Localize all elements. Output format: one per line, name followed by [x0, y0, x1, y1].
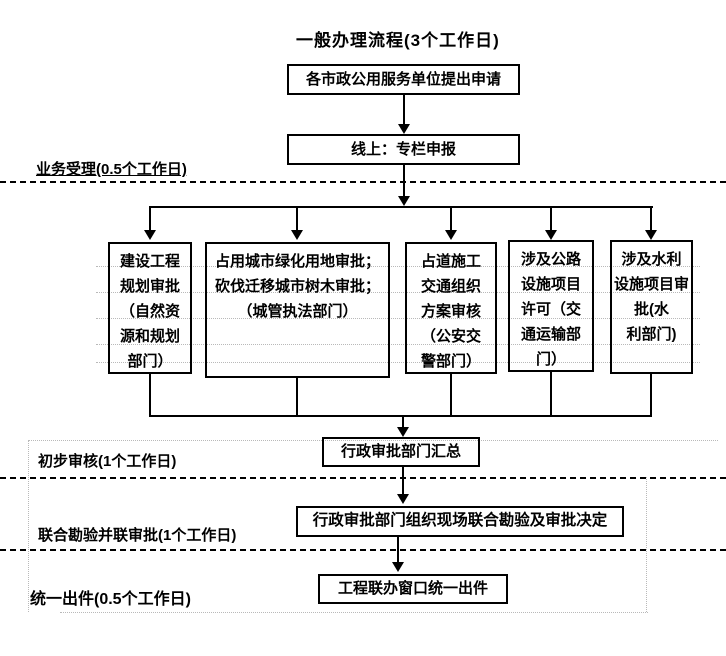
- faint-gridline-h: [96, 292, 700, 293]
- node-joint-inspection: 行政审批部门组织现场联合勘验及审批决定: [296, 506, 624, 537]
- branch-planning-approval: 建设工程 规划审批 （自然资 源和规划 部门）: [108, 242, 192, 374]
- stage-separator-dashed: [0, 477, 726, 479]
- stage-separator-dashed: [0, 549, 726, 551]
- connector-line: [403, 95, 405, 124]
- connector-line: [550, 372, 552, 417]
- branch-water-approval-bold: 审批(水 利部门): [626, 276, 690, 343]
- node-apply: 各市政公用服务单位提出申请: [287, 64, 520, 95]
- connector-line: [403, 165, 405, 196]
- flowchart-title: 一般办理流程(3个工作日): [296, 31, 500, 50]
- stage-label-unified-issue: 统一出件(0.5个工作日): [30, 591, 191, 608]
- arrow-down-icon: [398, 196, 410, 206]
- arrow-down-icon: [398, 124, 410, 134]
- branch-water-approval: 涉及水利 设施项目审批(水 利部门): [610, 240, 693, 374]
- node-online: 线上：专栏申报: [287, 134, 520, 165]
- arrow-down-icon: [397, 427, 409, 437]
- connector-line: [397, 537, 399, 562]
- faint-gridline-h: [96, 344, 700, 345]
- arrow-down-icon: [291, 230, 303, 240]
- branch-traffic-plan-review: 占道施工 交通组织 方案审核 （公安交 警部门）: [405, 242, 497, 374]
- branch-greening-approval: 占用城市绿化用地审批； 砍伐迁移城市树木审批； （城管执法部门）: [205, 242, 390, 378]
- connector-line: [550, 206, 552, 230]
- stage-label-joint-inspection: 联合勘验并联审批(1个工作日): [38, 527, 237, 544]
- faint-gridline-h: [96, 362, 700, 363]
- node-issue: 工程联办窗口统一出件: [318, 574, 508, 604]
- connector-line: [296, 378, 298, 417]
- branch-bar: [149, 206, 653, 208]
- connector-line: [402, 417, 404, 427]
- arrow-down-icon: [645, 230, 657, 240]
- faint-gridline-h: [96, 266, 700, 267]
- connector-line: [650, 206, 652, 230]
- branch-water-approval-normal: 涉及水利 设施项目: [613, 251, 682, 293]
- faint-gridline-v: [646, 477, 647, 612]
- merge-bar: [149, 415, 652, 417]
- connector-line: [296, 206, 298, 230]
- stage-separator-dashed: [0, 181, 726, 183]
- arrow-down-icon: [545, 230, 557, 240]
- connector-line: [450, 374, 452, 417]
- faint-gridline-h: [60, 612, 648, 613]
- connector-line: [149, 206, 151, 230]
- faint-gridline-v: [28, 440, 29, 612]
- arrow-down-icon: [392, 562, 404, 572]
- connector-line: [450, 206, 452, 230]
- arrow-down-icon: [397, 494, 409, 504]
- stage-label-preliminary-review: 初步审核(1个工作日): [38, 453, 177, 470]
- faint-gridline-h: [28, 440, 718, 441]
- connector-line: [650, 374, 652, 417]
- stage-label-acceptance: 业务受理(0.5个工作日): [36, 161, 187, 178]
- arrow-down-icon: [144, 230, 156, 240]
- connector-line: [149, 374, 151, 417]
- node-summary: 行政审批部门汇总: [322, 437, 480, 467]
- faint-gridline-h: [96, 318, 700, 319]
- arrow-down-icon: [445, 230, 457, 240]
- connector-line: [402, 467, 404, 494]
- branch-highway-permit: 涉及公路 设施项目 许可（交 通运输部 门）: [508, 240, 594, 372]
